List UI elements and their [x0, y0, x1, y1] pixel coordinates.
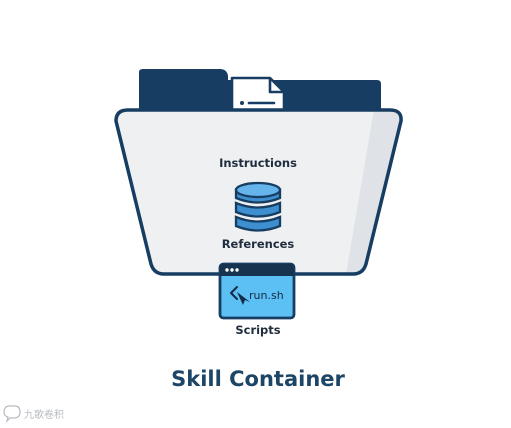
diagram-title: Skill Container: [171, 367, 345, 391]
database-icon: [234, 181, 282, 232]
script-file-label: run.sh: [249, 289, 284, 302]
watermark-text: 九歌卷积: [24, 408, 64, 421]
scripts-label: Scripts: [235, 323, 280, 337]
references-label: References: [222, 237, 295, 251]
watermark: 九歌卷积: [3, 405, 64, 423]
terminal-window-icon: [218, 262, 296, 320]
code-cursor-icon: [230, 286, 250, 305]
instructions-label: Instructions: [219, 156, 297, 170]
